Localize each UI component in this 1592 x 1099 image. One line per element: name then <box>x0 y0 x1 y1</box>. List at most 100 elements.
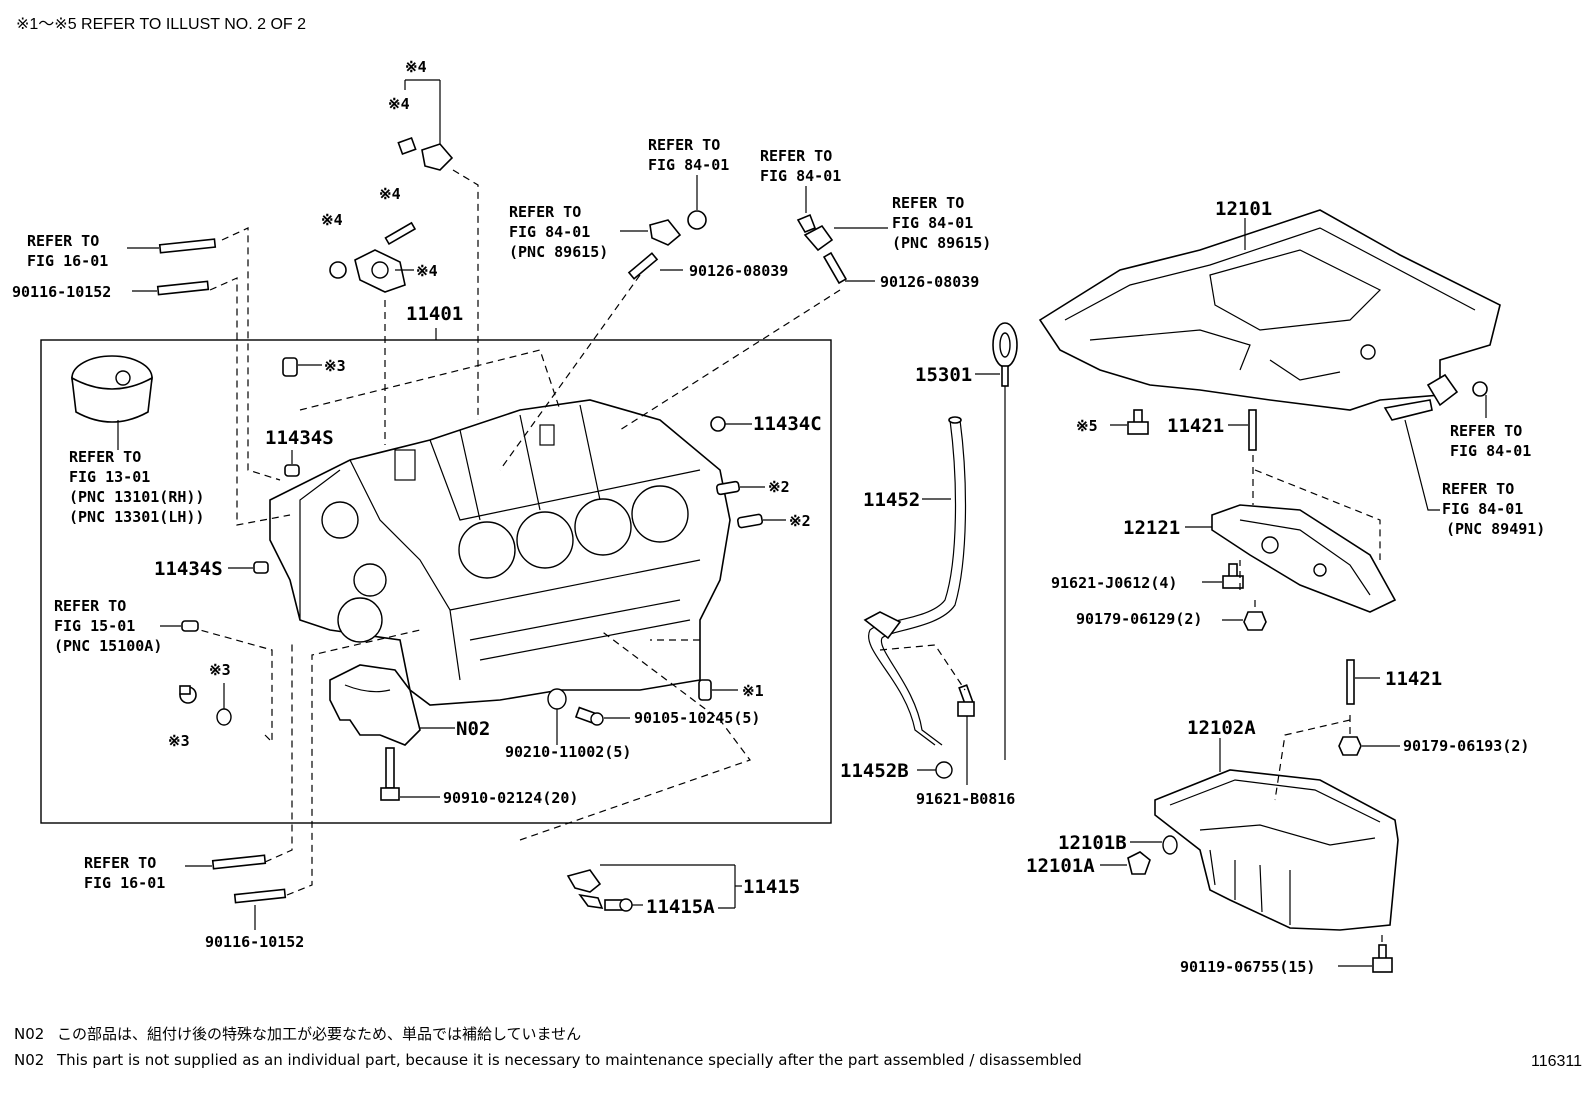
ref-fig84-a-l2[interactable]: FIG 84-01 <box>509 223 590 241</box>
bolt-91621-J0612[interactable] <box>1222 563 1244 589</box>
stud-fig16-top[interactable] <box>158 238 217 254</box>
bearing-cap-drawing[interactable] <box>329 664 421 746</box>
ref-piston-l2[interactable]: FIG 13-01 <box>69 468 150 486</box>
plug-11434S-a[interactable] <box>284 464 300 477</box>
stud-90116-top[interactable] <box>156 280 210 296</box>
stud-90126-b[interactable] <box>822 251 848 285</box>
part-label-11434S-b[interactable]: 11434S <box>154 558 223 580</box>
ref-fig16-top-l2[interactable]: FIG 16-01 <box>27 252 108 270</box>
part-label-12101A[interactable]: 12101A <box>1026 855 1095 877</box>
part-label-12101[interactable]: 12101 <box>1215 198 1272 220</box>
part-label-11434C[interactable]: 11434C <box>753 413 822 435</box>
ref-fig84-f-l2[interactable]: FIG 84-01 <box>1442 500 1523 518</box>
plug-m3-a[interactable] <box>282 357 298 377</box>
cover-plate-m4[interactable] <box>354 249 406 293</box>
bolt-m5[interactable] <box>1127 409 1149 435</box>
bolt-90119-06755[interactable] <box>1372 944 1393 973</box>
ref-fig16-top-l1[interactable]: REFER TO <box>27 232 99 250</box>
stud-fig16-bottom[interactable] <box>211 854 267 870</box>
part-label-11415[interactable]: 11415 <box>743 876 800 898</box>
drain-plug-12101A[interactable] <box>1127 851 1151 875</box>
part-label-90116-b[interactable]: 90116-10152 <box>205 933 304 951</box>
ref-fig84-d-l2[interactable]: FIG 84-01 <box>892 214 973 232</box>
part-label-90179-06129[interactable]: 90179-06129(2) <box>1076 610 1202 628</box>
part-label-12121[interactable]: 12121 <box>1123 517 1180 539</box>
ref-fig84-d-l1[interactable]: REFER TO <box>892 194 964 212</box>
sensor-m3[interactable] <box>179 685 197 704</box>
hose-bracket-11415[interactable] <box>566 869 604 909</box>
ref-fig84-a-l3[interactable]: (PNC 89615) <box>509 243 608 261</box>
part-label-11415A[interactable]: 11415A <box>646 896 715 918</box>
ref-fig84-f-l1[interactable]: REFER TO <box>1442 480 1514 498</box>
part-label-90126-a[interactable]: 90126-08039 <box>689 262 788 280</box>
oil-pan-lower-12102A[interactable] <box>1154 769 1399 931</box>
part-label-91621-J0612[interactable]: 91621-J0612(4) <box>1051 574 1177 592</box>
ref-fig84-c-l2[interactable]: FIG 84-01 <box>760 167 841 185</box>
stud-11421-a[interactable] <box>1248 409 1257 451</box>
ref-fig84-b-l1[interactable]: REFER TO <box>648 136 720 154</box>
bolt-90105[interactable] <box>574 706 604 726</box>
ref-fig16-bottom-l1[interactable]: REFER TO <box>84 854 156 872</box>
dipstick-guide-11452[interactable] <box>863 416 967 746</box>
ref-fig84-e-l2[interactable]: FIG 84-01 <box>1450 442 1531 460</box>
ref-fig84-d-l3[interactable]: (PNC 89615) <box>892 234 991 252</box>
part-label-90210[interactable]: 90210-11002(5) <box>505 743 631 761</box>
part-label-15301[interactable]: 15301 <box>915 364 972 386</box>
ref-fig16-bottom-l2[interactable]: FIG 16-01 <box>84 874 165 892</box>
plug-11434S-b[interactable] <box>253 561 269 574</box>
dowel-pin-m1[interactable] <box>698 679 712 701</box>
ref-fig15-l1[interactable]: REFER TO <box>54 597 126 615</box>
ref-piston-l3[interactable]: (PNC 13101(RH)) <box>69 488 204 506</box>
ref-piston-l4[interactable]: (PNC 13301(LH)) <box>69 508 204 526</box>
gasket-12101B[interactable] <box>1162 835 1178 855</box>
nut-m4[interactable] <box>329 261 347 279</box>
part-label-90126-b[interactable]: 90126-08039 <box>880 273 979 291</box>
knock-sensor-bracket[interactable] <box>397 136 454 171</box>
ref-fig84-b-l2[interactable]: FIG 84-01 <box>648 156 729 174</box>
baffle-plate-12121[interactable] <box>1211 504 1397 613</box>
part-label-11434S-a[interactable]: 11434S <box>265 427 334 449</box>
part-label-12102A[interactable]: 12102A <box>1187 717 1256 739</box>
part-label-90119-06755[interactable]: 90119-06755(15) <box>1180 958 1315 976</box>
stud-90126-a[interactable] <box>627 252 659 280</box>
ref-fig84-a-l1[interactable]: REFER TO <box>509 203 581 221</box>
main-bearing-bolt[interactable] <box>380 747 400 801</box>
ref-fig84-f-l3[interactable]: (PNC 89491) <box>1446 520 1545 538</box>
bolt-11415A[interactable] <box>604 898 633 912</box>
ref-fig15-l2[interactable]: FIG 15-01 <box>54 617 135 635</box>
stud-90116-bottom[interactable] <box>233 888 287 904</box>
dowel-pin-m2-b[interactable] <box>736 513 764 529</box>
ref-fig84-c-l1[interactable]: REFER TO <box>760 147 832 165</box>
ref-fig15-l3[interactable]: (PNC 15100A) <box>54 637 162 655</box>
part-label-11452B[interactable]: 11452B <box>840 760 909 782</box>
part-label-12101B[interactable]: 12101B <box>1058 832 1127 854</box>
plug-fig15[interactable] <box>181 620 199 632</box>
part-label-11421-b[interactable]: 11421 <box>1385 668 1442 690</box>
cylinder-block-drawing[interactable] <box>269 399 731 706</box>
o-ring-11452B[interactable] <box>935 761 953 779</box>
nut-90179-06193[interactable] <box>1338 736 1362 756</box>
washer-m3[interactable] <box>216 708 232 726</box>
sensor-fig84-a[interactable] <box>649 210 707 246</box>
dowel-pin-m2-a[interactable] <box>715 480 741 496</box>
bolt-91621-B0816[interactable] <box>957 684 975 717</box>
part-label-11452[interactable]: 11452 <box>863 489 920 511</box>
part-label-90910[interactable]: 90910-02124(20) <box>443 789 578 807</box>
part-label-90105[interactable]: 90105-10245(5) <box>634 709 760 727</box>
bracket-fig84[interactable] <box>1383 373 1488 421</box>
ref-piston-l1[interactable]: REFER TO <box>69 448 141 466</box>
part-label-90116-a[interactable]: 90116-10152 <box>12 283 111 301</box>
part-label-N02[interactable]: N02 <box>456 718 490 740</box>
stud-m4[interactable] <box>384 221 417 246</box>
plug-11434C[interactable] <box>710 416 726 432</box>
ref-fig84-e-l1[interactable]: REFER TO <box>1450 422 1522 440</box>
part-label-91621-B0816[interactable]: 91621-B0816 <box>916 790 1015 808</box>
part-label-11421-a[interactable]: 11421 <box>1167 415 1224 437</box>
nut-90179-06129[interactable] <box>1243 611 1267 631</box>
stud-11421-b[interactable] <box>1346 659 1355 705</box>
sensor-fig84-c[interactable] <box>796 213 834 252</box>
part-label-90179-06193[interactable]: 90179-06193(2) <box>1403 737 1529 755</box>
oil-pan-upper-12101[interactable] <box>1038 209 1501 411</box>
washer-90210[interactable] <box>547 688 567 710</box>
piston-drawing[interactable] <box>71 355 153 423</box>
